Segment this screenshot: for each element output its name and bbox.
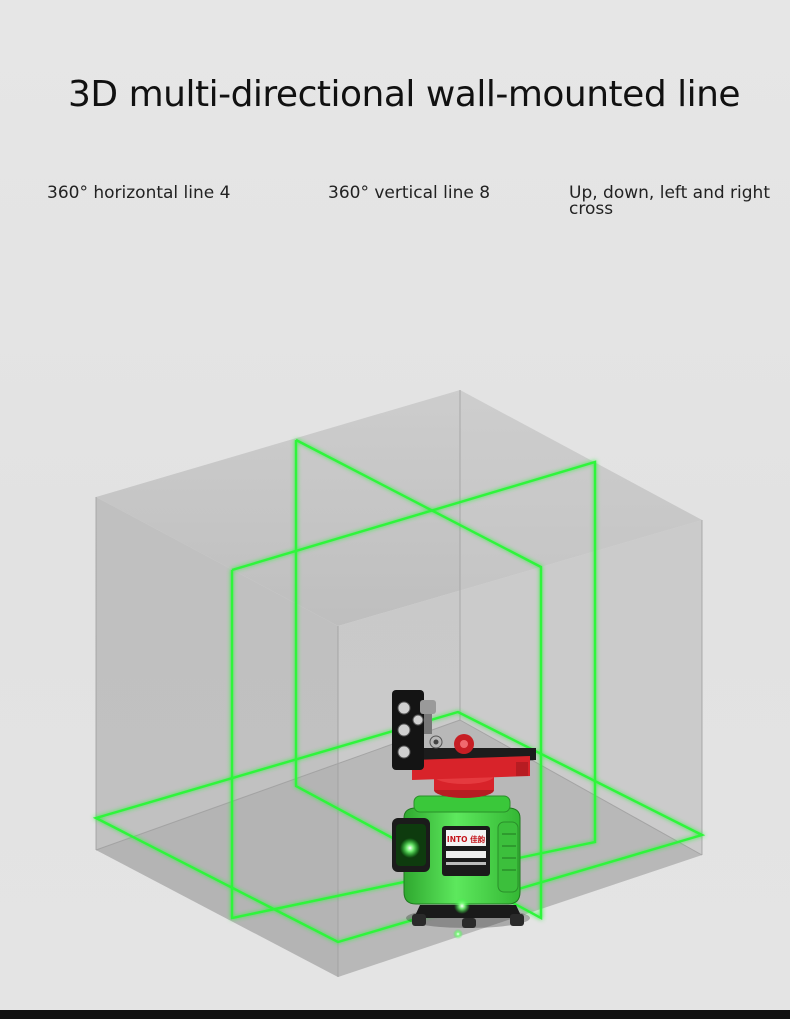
- feature-horizontal-lines: 360° horizontal line 4: [47, 183, 231, 203]
- laser-vertical-plane-a: [230, 460, 597, 920]
- room-back-wall: [460, 390, 702, 855]
- device-base: [412, 905, 524, 928]
- feature-vertical-lines: 360° vertical line 8: [328, 183, 491, 203]
- laser-horizontal-plane: [92, 710, 706, 944]
- laser-lines: [92, 438, 706, 944]
- room-edges: [95, 390, 703, 977]
- page-title: 3D multi-directional wall-mounted line: [68, 74, 741, 115]
- wall-bracket: [392, 690, 536, 798]
- room-ceiling: [96, 390, 702, 626]
- device-brand-badge: INTO 佳韵: [447, 834, 486, 844]
- laser-emitter-left: [400, 838, 420, 858]
- laser-level-device: INTO 佳韵: [392, 795, 521, 914]
- laser-emitter-bottom: [454, 898, 470, 914]
- laser-vertical-plane-b: [294, 438, 543, 921]
- feature-cross-lines: Up, down, left and right cross: [569, 183, 770, 219]
- bottom-border: [0, 1010, 790, 1019]
